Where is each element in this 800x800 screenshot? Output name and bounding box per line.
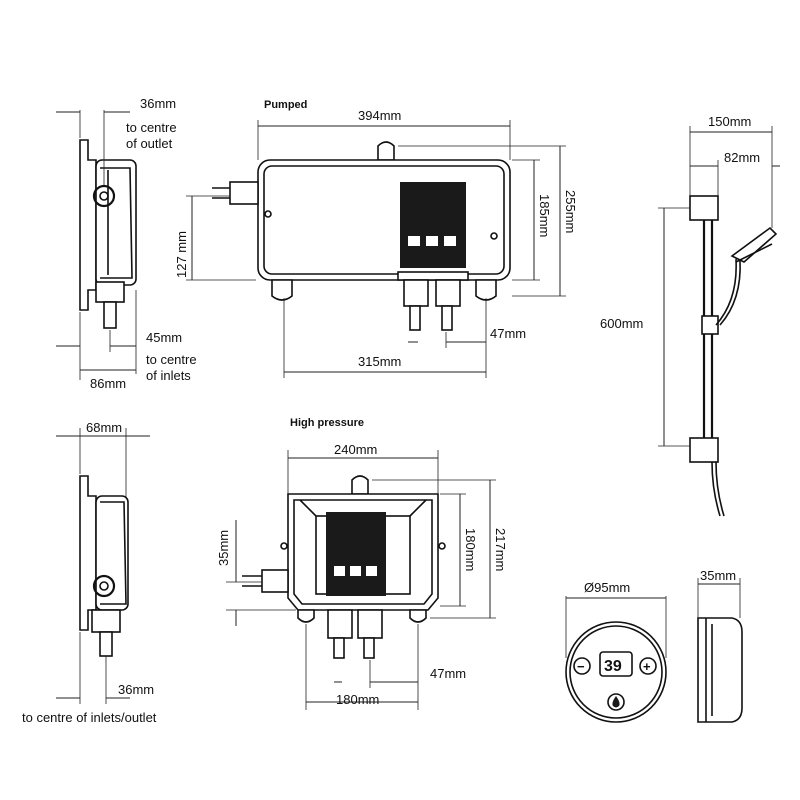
high-pressure-inner-height-label: 180mm (463, 528, 478, 571)
high-pressure-offset-label: 36mm (118, 682, 154, 697)
riser-top-bracket-icon (689, 195, 719, 221)
pumped-inlet-right-icon (435, 279, 461, 307)
high-pressure-width-label: 240mm (334, 442, 377, 457)
high-pressure-info-label (326, 512, 386, 596)
minus-icon (573, 657, 591, 675)
controller-depth-label: 35mm (700, 568, 736, 583)
high-pressure-inlet-right-icon (357, 609, 383, 639)
pumped-inlet-note-1: to centre (146, 352, 197, 367)
pumped-outlet-note-1: to centre (126, 120, 177, 135)
pumped-heading: Pumped (264, 99, 307, 111)
high-pressure-gland-icon (261, 569, 289, 593)
riser-slider-icon (701, 315, 719, 335)
pumped-front-view: Pumped 394mm 255mm (174, 99, 578, 378)
outlet-fitting-icon (92, 184, 116, 208)
plus-icon (639, 657, 657, 675)
pumped-outlet-note-2: of outlet (126, 136, 173, 151)
riser-rail-view: 150mm 82mm 600mm (600, 114, 780, 517)
pumped-height-label: 255mm (563, 190, 578, 233)
pumped-inlet-span-label: 315mm (358, 354, 401, 369)
riser-bracket-label: 82mm (724, 150, 760, 165)
riser-length-label: 600mm (600, 316, 643, 331)
pumped-inner-height-label: 185mm (537, 194, 552, 237)
pumped-inlet-offset-label: 45mm (146, 330, 182, 345)
high-pressure-heading: High pressure (290, 417, 364, 429)
pumped-inlet-note-2: of inlets (146, 368, 191, 383)
controller-side-icon (697, 617, 743, 723)
high-pressure-fitting-icon (92, 574, 116, 598)
controller-display: 39 (604, 658, 622, 675)
riser-bottom-bracket-icon (689, 437, 719, 463)
controller-view: Ø95mm 39 − + 35mm (565, 568, 743, 723)
controller-minus-symbol: − (577, 659, 585, 674)
controller-plus-symbol: + (643, 659, 651, 674)
pumped-inlet-height-label: 127 mm (174, 231, 189, 278)
high-pressure-inlet-span-label: 180mm (336, 692, 379, 707)
pumped-inlet-left-icon (403, 279, 429, 307)
cable-gland-icon (229, 181, 259, 205)
high-pressure-inlet-offset-label: 47mm (430, 666, 466, 681)
pumped-outlet-offset-label: 36mm (140, 96, 176, 111)
high-pressure-height-label: 217mm (493, 528, 508, 571)
high-pressure-depth-label: 68mm (86, 420, 122, 435)
pumped-width-label: 394mm (358, 108, 401, 123)
high-pressure-inlet-left-icon (327, 609, 353, 639)
pumped-inlet-offset-label-front: 47mm (490, 326, 526, 341)
riser-depth-label: 150mm (708, 114, 751, 129)
high-pressure-front-view: High pressure 240mm 217mm (216, 417, 508, 710)
high-pressure-side-view: 68mm 36mm to centre of inlets/outlet (22, 420, 157, 725)
high-pressure-inlet-height-label: 35mm (216, 530, 231, 566)
pumped-side-view: 36mm to centre of outlet 45mm to centre … (56, 96, 197, 391)
pumped-depth-label: 86mm (90, 376, 126, 391)
pumped-info-label (400, 182, 466, 268)
controller-diameter-label: Ø95mm (584, 580, 630, 595)
high-pressure-offset-note: to centre of inlets/outlet (22, 710, 157, 725)
